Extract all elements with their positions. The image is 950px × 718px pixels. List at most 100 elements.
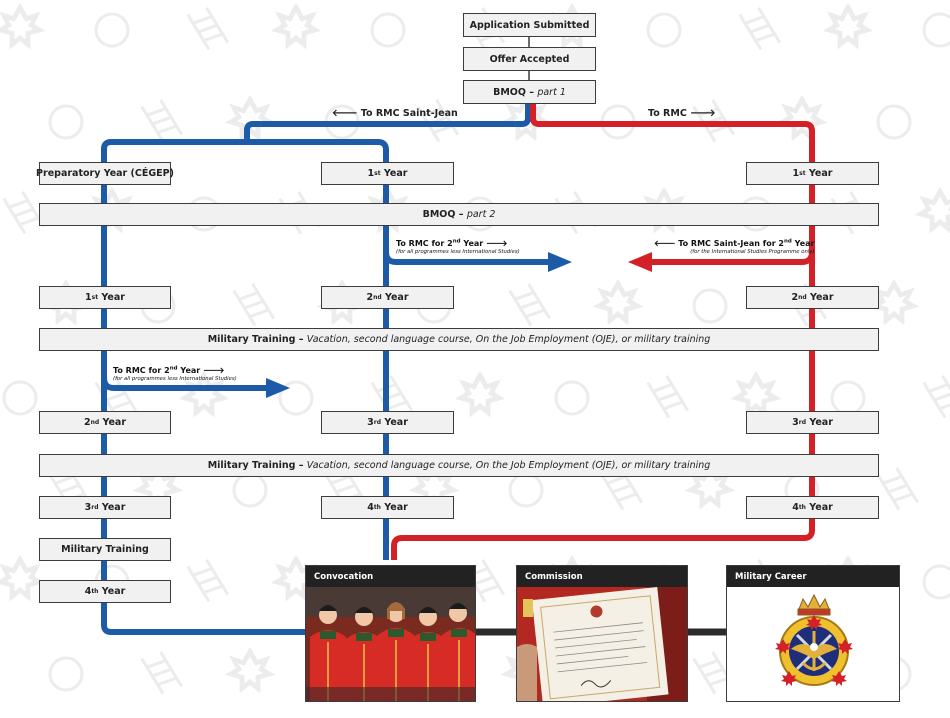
- grenade-motif: [876, 104, 912, 140]
- year-word: Year: [384, 292, 409, 303]
- grenade-motif: [922, 564, 950, 600]
- maple-leaf-motif: [0, 554, 46, 602]
- commission-card: Commission: [516, 565, 688, 702]
- ladder-motif: [186, 559, 230, 603]
- year-word: Year: [383, 168, 408, 179]
- blue-branch-line-2: [101, 377, 266, 391]
- note-to-saint-jean-2nd-year: 🡐 To RMC Saint-Jean for 2nd Year (for th…: [654, 238, 814, 255]
- military-training-short-label: Military Training: [61, 544, 149, 555]
- note-subtext: (for all programmes less International S…: [396, 249, 520, 255]
- maple-leaf-motif: [914, 186, 950, 234]
- ladder-motif: [232, 283, 276, 327]
- grenade-motif: [370, 12, 406, 48]
- ladder-motif: [508, 283, 552, 327]
- military-training-detail: Vacation, second language course, On the…: [306, 334, 711, 345]
- military-career-card: Military Career: [726, 565, 900, 702]
- ordinal-number: 3: [84, 502, 92, 513]
- offer-accepted-label: Offer Accepted: [489, 53, 570, 65]
- ordinal-suffix: nd: [169, 365, 178, 372]
- military-training-short-box: Military Training: [39, 538, 171, 561]
- maple-leaf-motif: [684, 462, 736, 510]
- military-training-box-2: Military Training – Vacation, second lan…: [39, 454, 879, 477]
- maple-leaf-motif: [500, 94, 552, 142]
- military-training-main: Military Training –: [207, 460, 304, 471]
- grenade-motif: [94, 12, 130, 48]
- grenade-motif: [646, 12, 682, 48]
- note-subtext: (for all programmes less International S…: [113, 376, 237, 382]
- ladder-motif: [324, 467, 368, 511]
- ladder-motif: [48, 467, 92, 511]
- ordinal-number: 2: [791, 292, 799, 303]
- commission-title: Commission: [517, 566, 687, 587]
- note-text-tail: Year 🡒: [460, 239, 508, 248]
- military-training-box-1: Military Training – Vacation, second lan…: [39, 328, 879, 351]
- maple-leaf-motif: [0, 2, 46, 50]
- convocation-card: Convocation: [305, 565, 476, 702]
- offer-accepted-box: Offer Accepted: [463, 47, 596, 71]
- note-text: To RMC for 2: [113, 366, 170, 375]
- military-training-main: Military Training –: [207, 334, 304, 345]
- ladder-motif: [738, 7, 782, 51]
- year-word: Year: [101, 502, 126, 513]
- ordinal-number: 2: [366, 292, 374, 303]
- ladder-motif: [140, 99, 184, 143]
- maple-leaf-motif: [730, 370, 782, 418]
- ladder-motif: [2, 191, 46, 235]
- year-word: Year: [808, 168, 833, 179]
- bmoq-part1-part: part 1: [537, 86, 566, 98]
- bmoq-part2-box: BMOQ – part 2: [39, 203, 879, 226]
- maple-leaf-motif: [224, 646, 276, 694]
- application-submitted-box: Application Submitted: [463, 13, 596, 37]
- ordinal-number: 1: [792, 168, 800, 179]
- ladder-motif: [140, 651, 184, 695]
- ladder-motif: [876, 467, 920, 511]
- red-arrow-head: [628, 252, 652, 272]
- year-word: Year: [101, 292, 125, 303]
- red-branch-line: [652, 251, 815, 265]
- preparatory-year-label: Preparatory Year (CÉGEP): [36, 168, 174, 179]
- year-word: Year: [384, 502, 408, 513]
- grenade-motif: [48, 656, 84, 692]
- military-training-detail: Vacation, second language course, On the…: [306, 460, 711, 471]
- military-career-title: Military Career: [727, 566, 899, 587]
- ladder-motif: [186, 7, 230, 51]
- year-word: Year: [809, 292, 834, 303]
- grenade-motif: [922, 12, 950, 48]
- grenade-motif: [2, 380, 38, 416]
- ordinal-suffix: nd: [452, 238, 461, 245]
- note-text: To RMC for 2: [396, 239, 453, 248]
- blue-arrow-head-1: [548, 252, 572, 272]
- bmoq-part1-main: BMOQ –: [493, 86, 535, 98]
- blue-branch-line-1: [383, 251, 548, 265]
- year-word: Year: [384, 417, 408, 428]
- convocation-title: Convocation: [306, 566, 475, 587]
- ordinal-number: 3: [367, 417, 374, 428]
- bmoq-part1-box: BMOQ – part 1: [463, 80, 596, 104]
- ordinal-number: 1: [85, 292, 92, 303]
- maple-leaf-motif: [822, 2, 874, 50]
- convocation-photo: [306, 587, 475, 701]
- canadian-forces-badge-icon: [727, 587, 899, 701]
- bmoq-part2-part: part 2: [466, 209, 496, 220]
- year-word: Year: [809, 417, 833, 428]
- route-to-rmc: To RMC 🡒: [648, 108, 716, 119]
- blue-arrow-head-2: [266, 378, 290, 398]
- maple-leaf-motif: [270, 2, 322, 50]
- ordinal-suffix: nd: [784, 238, 792, 245]
- note-subtext: (for the International Studies Programme…: [690, 249, 815, 255]
- ladder-motif: [646, 375, 690, 419]
- maple-leaf-motif: [454, 370, 506, 418]
- note-text: 🡐 To RMC Saint-Jean for 2: [654, 239, 784, 248]
- ordinal-number: 4: [367, 502, 374, 513]
- maple-leaf-motif: [776, 94, 828, 142]
- grenade-motif: [554, 380, 590, 416]
- grenade-motif: [692, 288, 728, 324]
